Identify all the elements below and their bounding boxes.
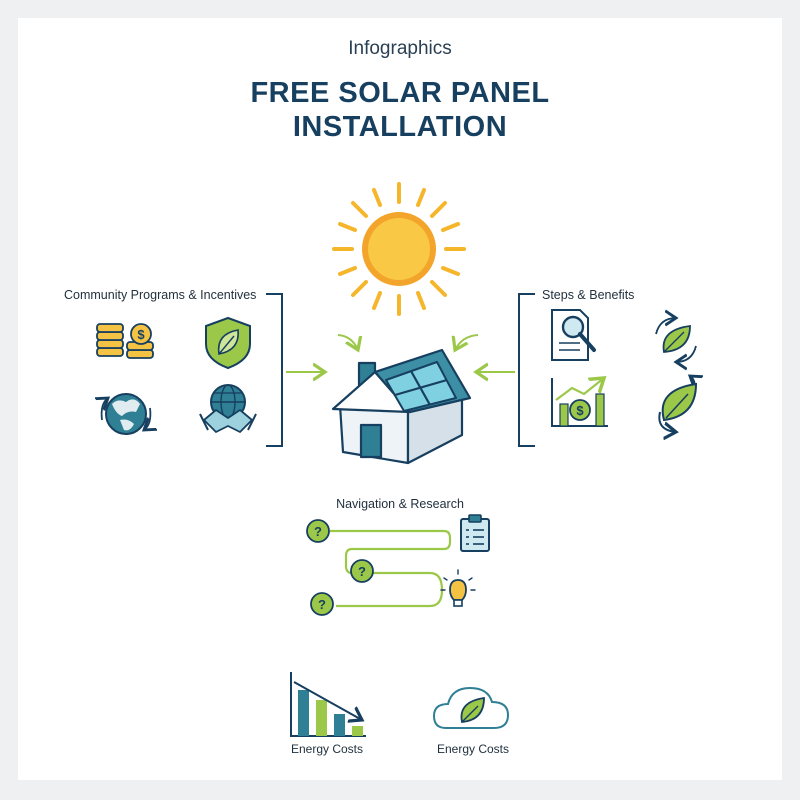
right-bracket	[518, 293, 535, 447]
globe-handshake-icon	[199, 384, 257, 433]
question-icon-3: ?	[310, 592, 334, 616]
globe-arrows-icon	[102, 393, 151, 435]
steps-benefits-label: Steps & Benefits	[542, 288, 635, 302]
declining-bar-chart-icon	[290, 672, 366, 737]
growth-chart-dollar-icon: $	[551, 378, 608, 427]
leaf-cycle-icon	[655, 318, 697, 362]
svg-text:$: $	[576, 403, 584, 418]
house-icon	[331, 348, 472, 465]
navigation-research-label: Navigation & Research	[336, 497, 464, 511]
community-programs-label: Community Programs & Incentives	[64, 288, 257, 302]
svg-text:?: ?	[358, 564, 366, 579]
svg-text:?: ?	[314, 524, 322, 539]
energy-costs-label: Energy Costs	[290, 742, 364, 756]
sun-arrow-left	[337, 334, 358, 350]
energy-costs-label-2: Energy Costs	[436, 742, 510, 756]
svg-text:?: ?	[318, 597, 326, 612]
leaf-refresh-icon	[658, 376, 696, 432]
page-title: FREE SOLAR PANEL INSTALLATION	[0, 76, 800, 144]
cloud-leaf-icon	[432, 686, 510, 729]
svg-text:$: $	[137, 327, 145, 342]
coins-dollar-icon: $	[96, 323, 154, 359]
navigation-path	[330, 529, 452, 608]
question-icon-2: ?	[350, 559, 374, 583]
title-line-1: FREE SOLAR PANEL	[250, 77, 550, 109]
sun-arrow-right	[455, 334, 479, 350]
shield-leaf-icon	[205, 316, 251, 370]
clipboard-checklist-icon	[460, 514, 490, 552]
title-line-2: INSTALLATION	[292, 111, 508, 143]
lightbulb-icon	[440, 569, 476, 607]
left-bracket	[266, 293, 283, 447]
question-icon: ?	[306, 519, 330, 543]
document-search-icon	[551, 309, 596, 361]
sun-icon	[332, 182, 466, 316]
page-subtitle: Infographics	[348, 38, 452, 59]
